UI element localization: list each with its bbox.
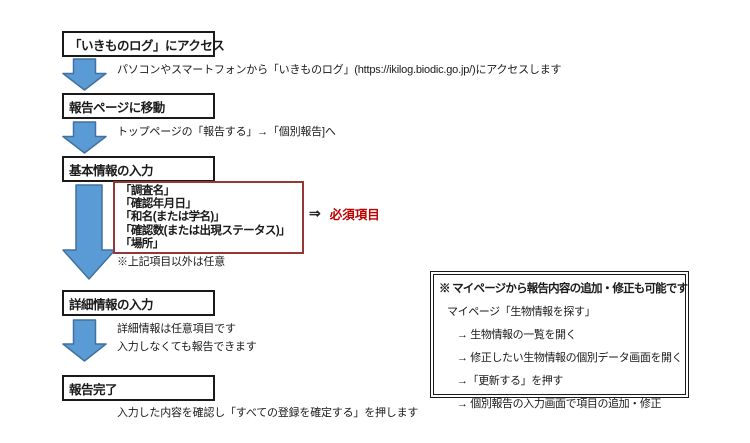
down-arrow-tall-icon — [62, 184, 116, 280]
step-description: パソコンやスマートフォンから「いきものログ」(https://ikilog.bi… — [117, 64, 562, 76]
step-label: 報告ページに移動 — [69, 100, 165, 115]
step-box-detail-info: 詳細情報の入力 — [62, 290, 215, 316]
mypage-note-line: → 生物情報の一覧を開く — [457, 329, 577, 341]
step-label: 詳細情報の入力 — [69, 297, 154, 312]
required-label: 必須項目 — [329, 208, 380, 222]
step-label: 基本情報の入力 — [69, 163, 154, 178]
step-label: 「いきものログ」にアクセス — [69, 38, 225, 53]
double-arrow-icon: ⇒ — [309, 205, 321, 221]
step-box-complete: 報告完了 — [62, 375, 215, 401]
required-item: 「確認年月日」 — [120, 198, 197, 211]
step-label: 報告完了 — [69, 382, 118, 397]
step-description: トップページの「報告する」→「個別報告]へ — [117, 126, 336, 138]
down-arrow-shape — [62, 58, 107, 91]
mypage-note-line: マイページ「生物情報を探す」 — [447, 306, 596, 318]
mypage-note-line: → 個別報告の入力画面で項目の追加・修正 — [457, 398, 662, 410]
down-arrow-shape — [62, 121, 107, 154]
mypage-note-title: ※ マイページから報告内容の追加・修正も可能です — [439, 283, 688, 295]
step-description: 入力しなくても報告できます — [117, 341, 257, 353]
down-arrow-shape — [62, 184, 116, 280]
step-box-basic-info: 基本情報の入力 — [62, 156, 215, 182]
down-arrow-icon — [62, 58, 107, 91]
optional-note: ※上記項目以外は任意 — [117, 256, 225, 268]
mypage-note-line: →「更新する」を押す — [457, 375, 563, 387]
step-description: 詳細情報は任意項目です — [117, 323, 236, 335]
mypage-note-box: ※ マイページから報告内容の追加・修正も可能です マイページ「生物情報を探す」 … — [430, 271, 689, 410]
required-item: 「確認数(または出現ステータス)」 — [120, 224, 291, 237]
step-box-report-page: 報告ページに移動 — [62, 93, 215, 119]
down-arrow-icon — [62, 319, 107, 362]
required-item: 「和名(または学名)」 — [120, 211, 225, 224]
required-items-box: 「調査名」 「確認年月日」 「和名(または学名)」 「確認数(または出現ステータ… — [113, 181, 304, 254]
step-description: 入力した内容を確認し「すべての登録を確定する」を押します — [117, 407, 419, 419]
required-item: 「場所」 — [120, 237, 164, 250]
mypage-note-line: → 修正したい生物情報の個別データ画面を開く — [457, 352, 683, 364]
required-item: 「調査名」 — [120, 185, 175, 197]
down-arrow-shape — [62, 319, 107, 362]
step-box-access: 「いきものログ」にアクセス — [62, 31, 225, 57]
required-pointer: ⇒ 必須項目 — [309, 204, 380, 223]
down-arrow-icon — [62, 121, 107, 154]
